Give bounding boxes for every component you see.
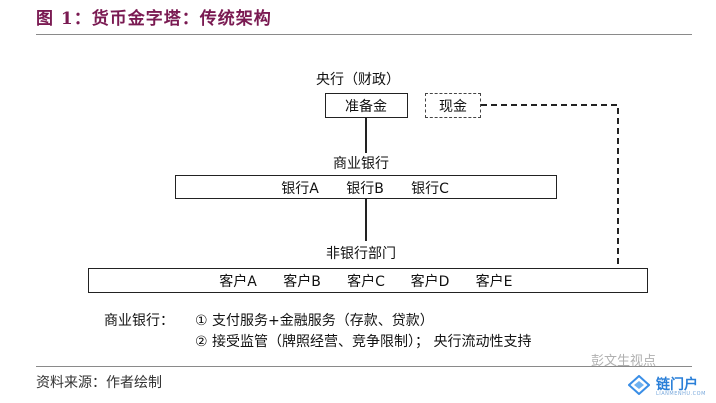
customer-b-label: 客户B (283, 274, 321, 290)
bottom-divider (36, 366, 692, 367)
notes-line-2: ② 接受监管（牌照经营、竞争限制）； 央行流动性支持 (195, 334, 532, 350)
central-bank-label: 央行（财政） (316, 72, 400, 88)
connector-central-to-commercial (365, 118, 367, 153)
connector-commercial-to-nonbank (365, 199, 367, 241)
commercial-bank-box (175, 175, 557, 199)
customer-a-label: 客户A (219, 274, 257, 290)
customer-e-label: 客户E (475, 274, 513, 290)
bank-b-label: 银行B (346, 181, 384, 197)
commercial-bank-label: 商业银行 (333, 156, 389, 172)
chain-logo-icon (628, 375, 650, 395)
cash-label: 现金 (439, 99, 467, 115)
customer-c-label: 客户C (347, 274, 385, 290)
reserve-box (325, 93, 408, 118)
reserve-label: 准备金 (345, 99, 387, 115)
watermark-brand: 链门户 (656, 377, 698, 393)
source-note: 资料来源：作者绘制 (36, 375, 162, 391)
watermark-text: 彭文生视点 (591, 354, 657, 369)
figure-title: 图 1：货币金字塔：传统架构 (36, 9, 272, 29)
top-divider (36, 34, 692, 35)
customer-d-label: 客户D (410, 274, 450, 290)
notes-line-1: ① 支付服务+金融服务（存款、贷款） (195, 313, 434, 329)
cash-box (425, 93, 481, 118)
non-bank-box (88, 268, 648, 293)
watermark-brand-sub: LIANMENHU.COM (656, 391, 706, 397)
non-bank-label: 非银行部门 (326, 246, 396, 262)
bank-c-label: 银行C (411, 181, 449, 197)
bank-a-label: 银行A (281, 181, 319, 197)
notes-prefix: 商业银行： (104, 313, 174, 329)
